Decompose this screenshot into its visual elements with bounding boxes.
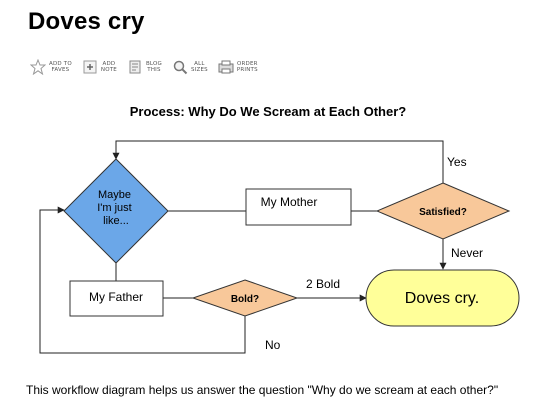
- star-icon: [30, 59, 46, 75]
- process-mother-label: My Mother: [261, 195, 318, 209]
- decision-satisfied-label: Satisfied?: [419, 207, 467, 218]
- decision-maybe-line-1: Maybe: [98, 189, 131, 201]
- terminal-doves-cry-label: Doves cry.: [405, 290, 479, 307]
- photo-toolbar: ADD TO FAVES ADD NOTE BLOG THIS ALL SIZE…: [30, 56, 268, 78]
- add-note-button[interactable]: ADD NOTE: [82, 59, 117, 75]
- decision-maybe-label: Maybe I'm just like...: [97, 189, 135, 227]
- process-father: My Father: [69, 280, 164, 317]
- blog-icon: [127, 59, 143, 75]
- connectors: [39, 140, 447, 354]
- edge-label-two-bold: 2 Bold: [306, 277, 340, 291]
- edge-label-never: Never: [451, 246, 483, 260]
- all-sizes-button[interactable]: ALL SIZES: [172, 59, 208, 75]
- flowchart: Process: Why Do We Scream at Each Other?…: [39, 104, 520, 354]
- process-mother: My Mother: [245, 188, 352, 226]
- edge-yes: [112, 140, 444, 203]
- order-prints-button[interactable]: ORDER PRINTS: [218, 59, 258, 75]
- edge-label-yes: Yes: [447, 155, 467, 169]
- process-father-label: My Father: [89, 290, 143, 304]
- decision-bold-label: Bold?: [231, 294, 259, 305]
- prints-icon: [218, 59, 234, 75]
- add-note-label: ADD NOTE: [100, 61, 117, 73]
- edge-label-no: No: [265, 338, 281, 352]
- edge-no: [39, 206, 246, 354]
- decision-maybe: Maybe I'm just like...: [63, 158, 169, 264]
- diagram-title: Process: Why Do We Scream at Each Other?: [130, 104, 407, 119]
- terminal-doves-cry: Doves cry.: [365, 269, 520, 327]
- all-sizes-label: ALL SIZES: [191, 61, 208, 73]
- blog-this-label: BLOG THIS: [145, 61, 162, 73]
- note-icon: [82, 59, 98, 75]
- decision-bold: Bold?: [191, 279, 299, 317]
- order-prints-label: ORDER PRINTS: [236, 61, 258, 73]
- photo-caption: This workflow diagram helps us answer th…: [26, 383, 499, 397]
- decision-satisfied: Satisfied?: [375, 182, 511, 240]
- decision-maybe-line-3: like...: [103, 215, 129, 227]
- add-to-faves-label: ADD TO FAVES: [49, 61, 72, 73]
- blog-this-button[interactable]: BLOG THIS: [127, 59, 162, 75]
- magnifier-icon: [172, 59, 188, 75]
- page-title: Doves cry: [28, 8, 145, 35]
- add-to-faves-button[interactable]: ADD TO FAVES: [30, 59, 72, 75]
- decision-maybe-line-2: I'm just: [97, 202, 132, 214]
